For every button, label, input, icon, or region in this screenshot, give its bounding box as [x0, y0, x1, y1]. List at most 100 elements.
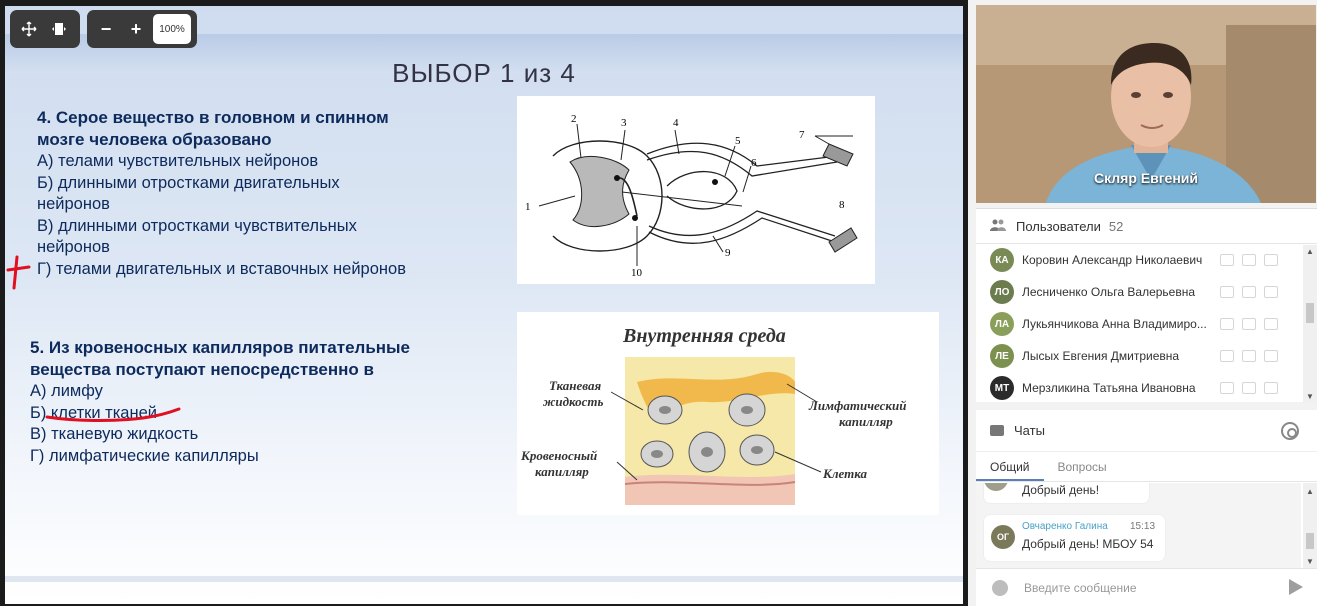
fit-width-icon[interactable] [44, 14, 74, 44]
presenter-video: Скляр Евгений [976, 5, 1316, 203]
question-4-head-1: 4. Серое вещество в головном и спинном [37, 108, 389, 127]
message-composer: Введите сообщение [976, 568, 1317, 606]
q4-option-a: А) телами чувствительных нейронов [37, 152, 319, 170]
user-name: Мерзликина Татьяна Ивановна [1022, 381, 1196, 395]
mic-icon[interactable] [1220, 318, 1234, 330]
users-header[interactable]: Пользователи 52 [976, 209, 1317, 244]
message-text: Добрый день! МБОУ 54 [1022, 537, 1154, 551]
presentation-area: ВЫБОР 1 из 4 4. Серое вещество в головно… [0, 0, 968, 606]
user-row[interactable]: ЛО Лесниченко Ольга Валерьевна [976, 276, 1317, 308]
avatar: ЛА [990, 312, 1014, 336]
chat-message: ОГ Овчаренко Галина 15:13 Добрый день! М… [984, 515, 1165, 561]
avatar: КА [990, 248, 1014, 272]
user-list: КА Коровин Александр Николаевич ЛО Лесни… [976, 244, 1317, 404]
spinal-label-3: 3 [621, 117, 627, 129]
user-status-icons [1220, 254, 1278, 266]
avatar: ОГ [991, 525, 1015, 549]
user-row[interactable]: ЛЕ Лысых Евгения Дмитриевна [976, 340, 1317, 372]
q4-option-d: Г) телами двигательных и вставочных нейр… [37, 259, 406, 278]
mic-icon[interactable] [1220, 382, 1234, 394]
avatar: ЛО [990, 280, 1014, 304]
camera-icon[interactable] [1242, 254, 1256, 266]
users-panel: Пользователи 52 КА Коровин Александр Ник… [976, 208, 1317, 404]
slide: ВЫБОР 1 из 4 4. Серое вещество в головно… [5, 6, 963, 604]
presenter-name: Скляр Евгений [1093, 170, 1199, 186]
avatar: ЛЕ [990, 344, 1014, 368]
camera-icon[interactable] [1242, 318, 1256, 330]
screen-icon[interactable] [1264, 350, 1278, 362]
user-row[interactable]: КА Коровин Александр Николаевич [976, 244, 1317, 276]
zoom-out-button[interactable]: − [100, 18, 112, 39]
screen-icon[interactable] [1264, 382, 1278, 394]
user-status-icons [1220, 318, 1278, 330]
message-time: 15:13 [1130, 521, 1156, 532]
users-scroll-thumb[interactable] [1306, 303, 1314, 323]
camera-icon[interactable] [1242, 382, 1256, 394]
message-text: Добрый день! [1022, 483, 1100, 497]
users-title: Пользователи [1016, 218, 1101, 234]
chat-scrollbar[interactable]: ▲ ▼ [1303, 483, 1317, 568]
move-arrows-icon[interactable] [14, 14, 44, 44]
question-4: 4. Серое вещество в головном и спинном м… [37, 107, 497, 281]
user-status-icons [1220, 350, 1278, 362]
label-tissue-fluid-2: жидкость [543, 394, 604, 409]
chat-scroll-thumb[interactable] [1306, 533, 1314, 549]
spinal-label-5: 5 [735, 135, 741, 147]
gear-icon[interactable] [1281, 422, 1299, 440]
avatar [984, 483, 1008, 491]
label-lymph-capillary-1: Лимфатический [808, 398, 906, 413]
message-author[interactable]: Овчаренко Галина [1022, 521, 1108, 532]
chats-title: Чаты [1014, 423, 1045, 438]
tab-general[interactable]: Общий [976, 454, 1044, 481]
spinal-cord-figure: 1 2 3 4 5 6 7 8 9 10 [525, 113, 858, 279]
diagram-title: Внутренняя среда [622, 325, 786, 347]
user-status-icons [1220, 382, 1278, 394]
q4-option-b-line2: нейронов [37, 195, 110, 214]
spinal-label-4: 4 [673, 117, 679, 129]
user-name: Лысых Евгения Дмитриевна [1022, 349, 1180, 363]
screen-icon[interactable] [1264, 318, 1278, 330]
mic-icon[interactable] [1220, 254, 1234, 266]
mic-icon[interactable] [1220, 286, 1234, 298]
scroll-up-icon[interactable]: ▲ [1306, 247, 1314, 256]
question-4-head-2: мозге человека образовано [37, 130, 272, 149]
spinal-cord-diagram: 1 2 3 4 5 6 7 8 9 10 [517, 96, 875, 284]
screen-icon[interactable] [1264, 286, 1278, 298]
users-count: 52 [1108, 218, 1124, 234]
zoom-in-button[interactable]: + [130, 18, 142, 39]
user-row[interactable]: ЛА Лукьянчикова Анна Владимиро... [976, 308, 1317, 340]
scroll-up-icon[interactable]: ▲ [1306, 487, 1314, 496]
chat-tabs: Общий Вопросы [976, 454, 1317, 482]
camera-icon[interactable] [1242, 350, 1256, 362]
send-icon[interactable] [1289, 579, 1303, 595]
user-status-icons [1220, 286, 1278, 298]
chats-header: Чаты [976, 410, 1317, 452]
tab-questions[interactable]: Вопросы [1057, 460, 1107, 474]
message-input[interactable]: Введите сообщение [1024, 580, 1137, 595]
emoji-icon[interactable] [992, 579, 1008, 596]
user-name: Лесниченко Ольга Валерьевна [1022, 285, 1196, 299]
screen-icon[interactable] [1264, 254, 1278, 266]
camera-icon[interactable] [1242, 286, 1256, 298]
zoom-level: 100% [153, 14, 191, 44]
label-blood-capillary-1: Кровеносный [520, 448, 597, 463]
q5-option-b: Б) клетки тканей [30, 403, 157, 422]
slide-title: ВЫБОР 1 из 4 [392, 58, 576, 88]
label-lymph-capillary-2: капилляр [839, 414, 893, 429]
spinal-label-2: 2 [571, 113, 577, 125]
label-tissue-fluid-1: Тканевая [549, 378, 601, 393]
scroll-down-icon[interactable]: ▼ [1306, 392, 1314, 401]
avatar: МТ [990, 376, 1014, 400]
question-5-head-1: 5. Из кровеносных капилляров питательные [30, 338, 411, 357]
mic-icon[interactable] [1220, 350, 1234, 362]
chat-icon [990, 425, 1004, 436]
question-5-head-2: вещества поступают непосредственно в [30, 360, 374, 379]
zoom-toolbar: − + 100% [87, 10, 197, 48]
q4-option-c-line1: В) длинными отростками чувствительных [37, 216, 357, 235]
spinal-label-7: 7 [799, 129, 805, 141]
scroll-down-icon[interactable]: ▼ [1306, 557, 1314, 566]
chat-messages: Добрый день! ОГ Овчаренко Галина 15:13 Д… [976, 483, 1301, 568]
spinal-label-6: 6 [751, 157, 757, 169]
users-scrollbar[interactable]: ▲ ▼ [1303, 245, 1317, 403]
user-row[interactable]: МТ Мерзликина Татьяна Ивановна [976, 372, 1317, 404]
